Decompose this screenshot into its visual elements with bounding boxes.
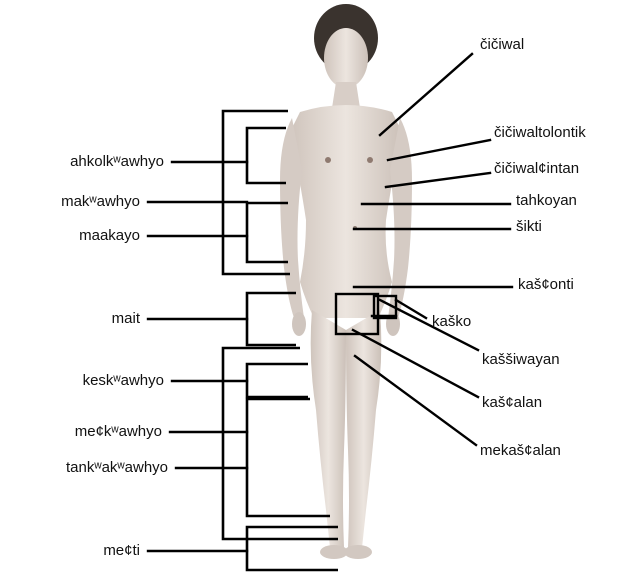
label-tankwakwawhyo: tankʷakʷawhyo — [0, 459, 168, 477]
label-ciciwalcintan: čičiwal¢intan — [494, 160, 579, 178]
human-figure — [280, 4, 412, 559]
label-ciciwaltolontik: čičiwaltolontik — [494, 124, 586, 142]
label-ciciwal: čičiwal — [480, 36, 524, 54]
label-kasko: kaško — [432, 313, 471, 331]
label-mait: mait — [0, 310, 140, 328]
label-keskwawhyo: keskʷawhyo — [0, 372, 164, 390]
label-makwawhyo: makʷawhyo — [0, 193, 140, 211]
right-foot — [344, 545, 372, 559]
label-tahkoyan: tahkoyan — [516, 192, 577, 210]
label-ahkolkwawhyo: ahkolkʷawhyo — [0, 153, 164, 171]
label-mecti: me¢ti — [0, 542, 140, 560]
label-kaconti: kaš¢onti — [518, 276, 574, 294]
label-mekacalan: mekaš¢alan — [480, 442, 561, 460]
label-sikti: šikti — [516, 218, 542, 236]
label-meckwawhyo: me¢kʷawhyo — [0, 423, 162, 441]
label-kassiwayan: kaššiwayan — [482, 351, 560, 369]
right-leg — [346, 310, 381, 548]
left-hand — [292, 312, 306, 336]
right-nipple — [367, 157, 373, 163]
label-kacalan: kaš¢alan — [482, 394, 542, 412]
left-leg — [311, 310, 346, 548]
label-maakayo: maakayo — [0, 227, 140, 245]
left-nipple — [325, 157, 331, 163]
head — [324, 28, 368, 88]
left-foot — [320, 545, 348, 559]
neck — [332, 82, 360, 108]
